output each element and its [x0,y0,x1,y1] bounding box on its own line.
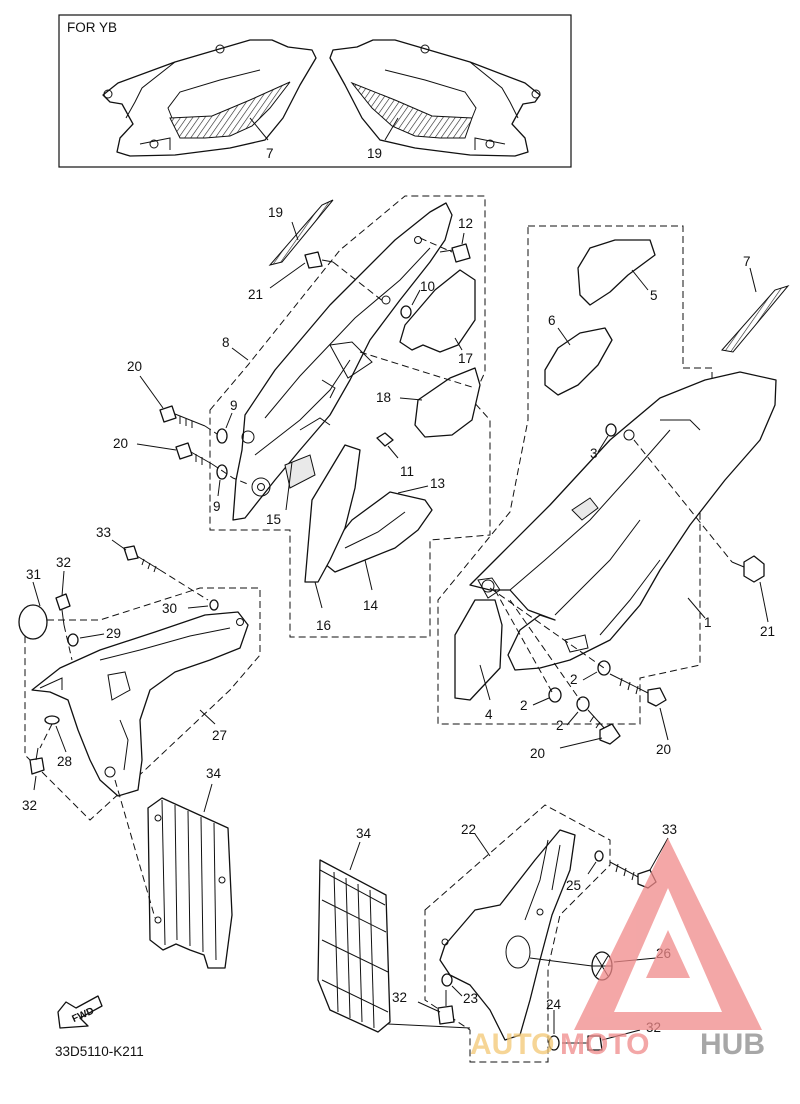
left-side-cover-assembly: 19 12 21 10 17 18 11 [113,195,491,638]
callout-32-c: 32 [392,990,407,1005]
callout-19: 19 [268,205,283,220]
callout-24: 24 [546,997,562,1012]
drawing-code: 33D5110-K211 [55,1044,144,1059]
grommet-29 [67,633,79,647]
callout-31: 31 [26,567,41,582]
washer-28 [44,715,60,725]
callout-1: 1 [704,615,712,630]
callout-14: 14 [363,598,379,613]
inset-title: FOR YB [67,20,117,35]
watermark-triangle-icon [574,838,762,1030]
bolt-32-bottom [562,1035,603,1051]
cover-piece-5 [577,239,656,306]
callout-9-a: 9 [230,398,238,413]
cover-piece-6 [544,327,613,396]
callout-29: 29 [106,626,121,641]
callout-34-a: 34 [206,766,222,781]
washer-23 [441,973,453,987]
callout-4: 4 [485,707,493,722]
inset-right-panel [329,39,541,157]
callout-27: 27 [212,728,227,743]
washer-9-upper [216,428,228,444]
watermark-text-hub: HUB [700,1028,765,1061]
bolt-32-middle [437,990,455,1025]
callout-8: 8 [222,335,230,350]
callout-3: 3 [590,446,598,461]
washer-2-c [576,696,590,712]
watermark-text-moto: MOTO [560,1028,649,1061]
fwd-arrow-icon: FWD [57,995,103,1029]
callout-12: 12 [458,216,473,231]
callout-20-d: 20 [530,746,545,761]
bolt-20-right-a [609,673,667,707]
radiator-cover-assembly: 31 32 29 33 30 28 [18,525,261,821]
callout-32-b: 32 [22,798,37,813]
radiator-guard-left: 34 [114,766,233,969]
washer-3 [605,423,617,437]
callout-20-c: 20 [656,742,671,757]
callout-34-b: 34 [356,826,372,841]
callout-25: 25 [566,878,581,893]
decal-7 [721,285,790,353]
callout-28: 28 [57,754,72,769]
callout-2-b: 2 [520,698,528,713]
bolt-21-right [731,555,765,583]
grommet-30 [209,599,219,611]
callout-32-a: 32 [56,555,71,570]
callout-33-b: 33 [662,822,677,837]
callout-21-right: 21 [760,624,775,639]
callout-33-a: 33 [96,525,111,540]
callout-21-left: 21 [248,287,263,302]
cover-piece-17 [399,269,476,353]
bolt-32-lower [29,747,45,775]
inset-panel: FOR YB 7 19 [58,14,572,168]
callout-10: 10 [420,279,435,294]
grommet-24 [548,1035,560,1051]
lower-panel-14 [319,491,433,573]
decal-19 [268,199,334,266]
grommet-11 [376,432,394,447]
grommet-10 [400,305,412,319]
bolt-21-upper [304,251,334,269]
lower-panel-16 [304,444,361,583]
callout-16: 16 [316,618,331,633]
callout-22: 22 [461,822,476,837]
cover-piece-18 [414,367,481,438]
callout-30: 30 [162,601,177,616]
callout-11: 11 [400,464,414,479]
callout-23: 23 [463,991,478,1006]
callout-15: 15 [266,512,281,527]
bolt-32-top [55,593,71,626]
callout-7: 7 [743,254,751,269]
watermark-text-auto: AUTO [470,1028,554,1061]
washer-2-a [597,660,611,676]
callout-2-c: 2 [556,718,564,733]
callout-5: 5 [650,288,658,303]
callout-18: 18 [376,390,391,405]
callout-7-inset: 7 [266,146,274,161]
washer-9-lower [216,464,228,480]
watermark-logo: AUTO MOTO HUB [470,838,765,1061]
bolt-12 [439,243,471,263]
callout-20-a: 20 [127,359,142,374]
bolt-20-upper-left [159,405,206,428]
bolt-33-upper [123,545,161,573]
cover-piece-4 [454,599,503,701]
bolt-20-lower-left [175,442,213,465]
callout-2-a: 2 [570,672,578,687]
inset-left-panel [102,39,317,157]
grommet-25 [594,850,604,862]
callout-20-b: 20 [113,436,128,451]
callout-13: 13 [430,476,445,491]
callout-17: 17 [458,351,473,366]
radiator-guard-right: 34 [317,826,471,1033]
callout-6: 6 [548,313,556,328]
bolt-20-right-b [587,709,621,745]
callout-19-inset: 19 [367,146,382,161]
callout-9-b: 9 [213,499,221,514]
right-side-cover-assembly: 5 6 7 3 4 21 1 2 [437,225,790,761]
cap-31 [18,604,48,640]
